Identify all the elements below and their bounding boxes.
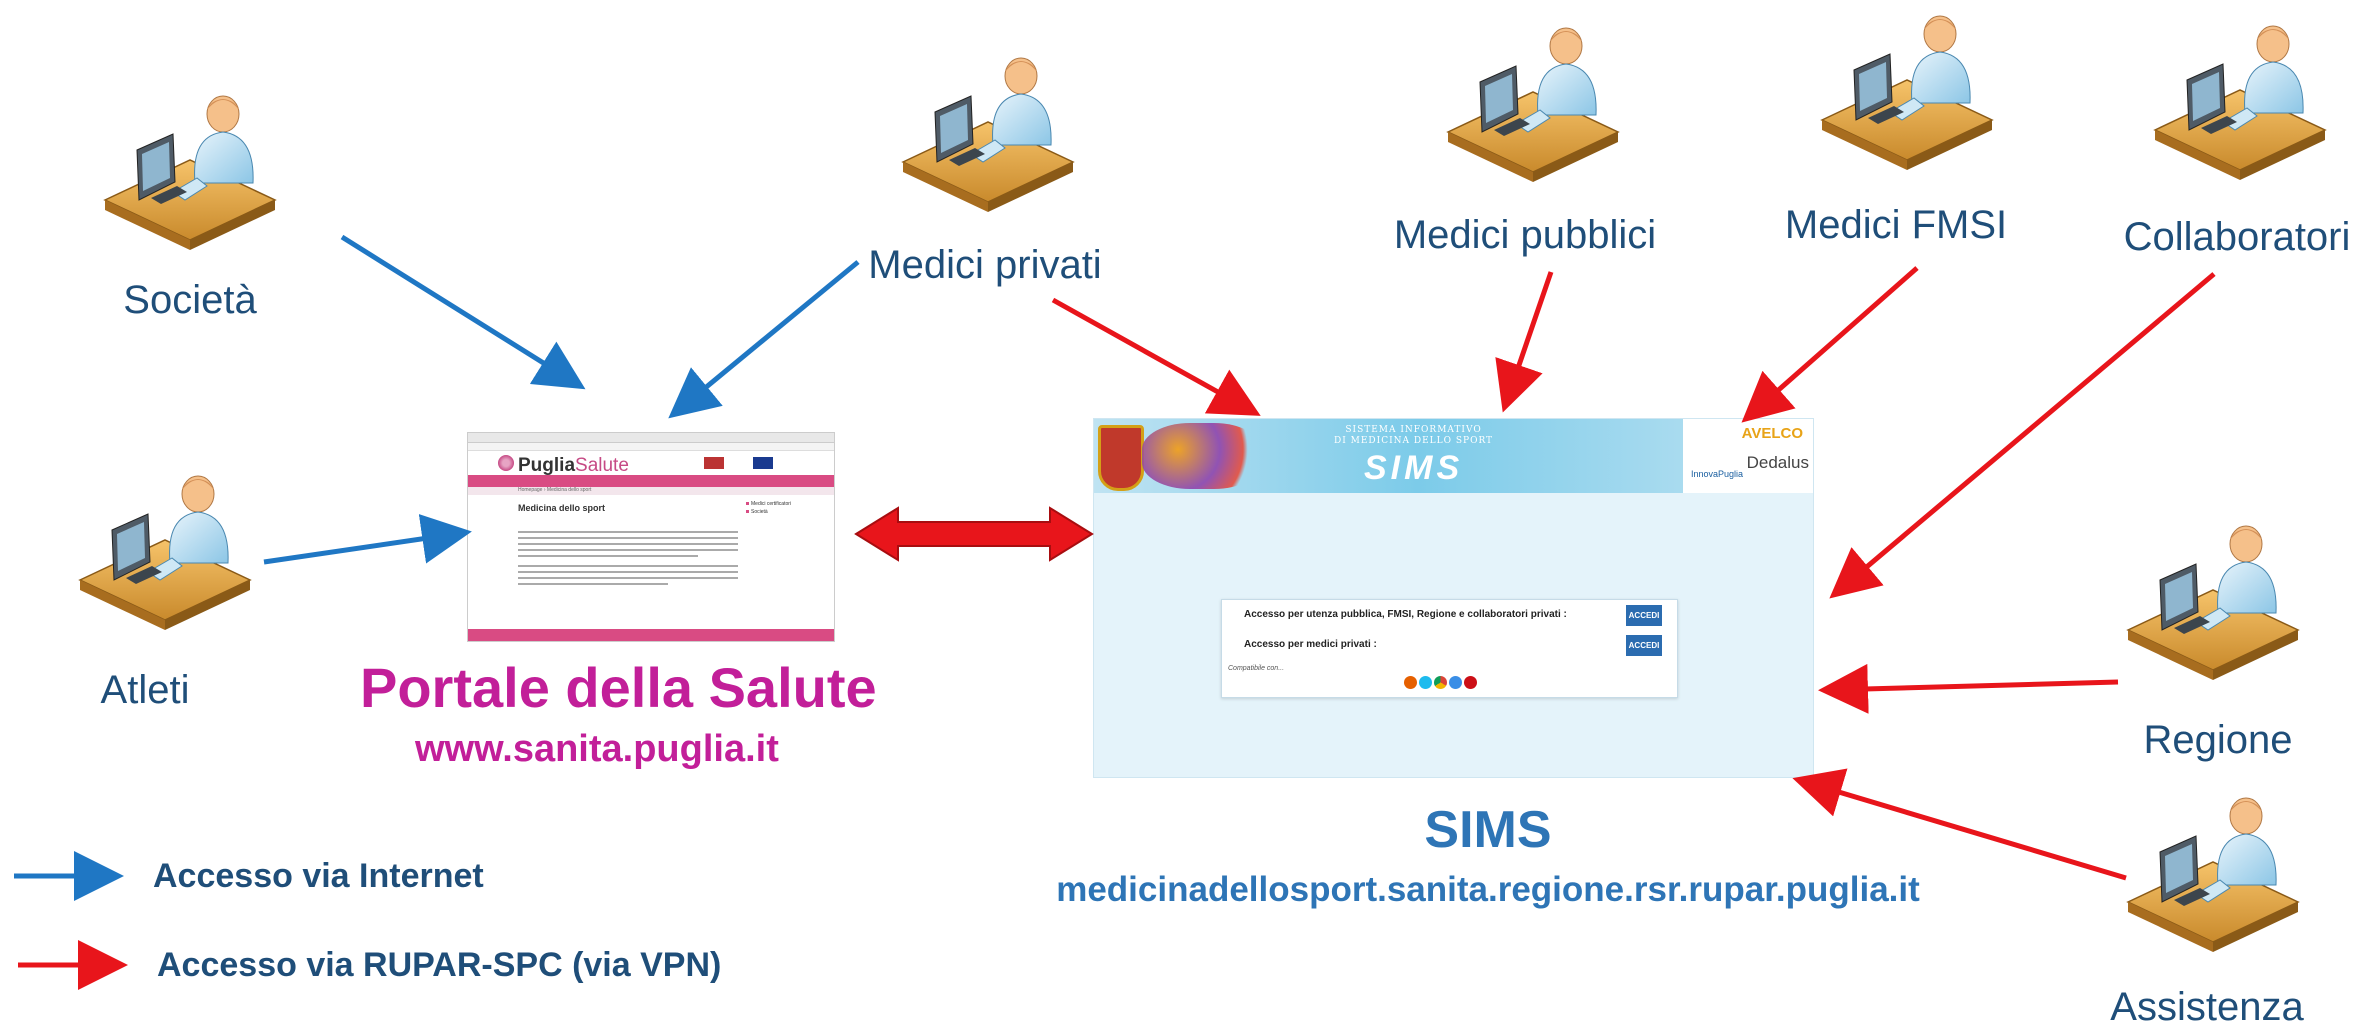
text-line	[518, 583, 668, 585]
banner-word: SIMS	[1364, 449, 1464, 487]
breadcrumb: Homepage › Medicina dello sport	[468, 487, 834, 495]
actor-assistenza: Assistenza	[2110, 985, 2304, 1029]
arrow-assistenza-sims	[1792, 768, 2127, 881]
arrow-regione-sims	[1818, 663, 2119, 714]
actor-medici-pubblici: Medici pubblici	[1393, 213, 1657, 257]
actor-medici-fmsi: Medici FMSI	[1784, 203, 2008, 247]
user-at-computer-icon	[1438, 20, 1628, 190]
regione-crest-icon	[1098, 425, 1144, 491]
arrow-medici-privati-sims	[1051, 297, 1261, 416]
text-line	[518, 577, 738, 579]
text-line	[518, 531, 738, 533]
portal-screenshot: PugliaSalute Homepage › Medicina dello s…	[467, 432, 835, 642]
accedi-button-public[interactable]: ACCEDI	[1626, 605, 1662, 626]
arrow-societa-portal	[340, 234, 586, 390]
portal-nav-bar	[468, 475, 834, 487]
login-card: Accesso per utenza pubblica, FMSI, Regio…	[1221, 599, 1678, 698]
arrow-medici-privati-portal	[668, 260, 860, 419]
banner-caption-1: SISTEMA INFORMATIVO	[1345, 425, 1482, 435]
partner-logos: InnovaPuglia AVELCO Dedalus	[1683, 419, 1813, 493]
legend-vpn: Accesso via RUPAR-SPC (via VPN)	[157, 946, 722, 984]
legend-internet: Accesso via Internet	[153, 857, 484, 895]
banner-caption-2: DI MEDICINA DELLO SPORT	[1334, 436, 1494, 446]
portal-footer	[468, 629, 834, 641]
portal-title: Portale della Salute	[360, 656, 877, 719]
actor-regione: Regione	[2143, 718, 2293, 762]
actor-medici-privati: Medici privati	[868, 243, 1102, 287]
browser-opera-icon	[1464, 676, 1477, 689]
sims-title: SIMS	[1424, 801, 1552, 859]
logo-light: Salute	[575, 455, 629, 476]
user-at-computer-icon	[1812, 8, 2002, 178]
side-link-medici: Medici certificatori	[746, 501, 791, 507]
access-row-public: Accesso per utenza pubblica, FMSI, Regio…	[1244, 609, 1567, 620]
portal-heading: Medicina dello sport	[518, 503, 606, 513]
portal-body: Medicina dello sport Medici certificator…	[468, 495, 834, 615]
text-line	[518, 549, 738, 551]
user-at-computer-icon	[2145, 18, 2335, 188]
actor-atleti: Atleti	[100, 668, 190, 712]
accedi-button-private[interactable]: ACCEDI	[1626, 635, 1662, 656]
logo-bold: Puglia	[518, 455, 576, 476]
athletes-collage-icon	[1142, 423, 1262, 489]
user-at-computer-icon	[2118, 518, 2308, 688]
browser-toolbar	[468, 433, 834, 443]
text-line	[518, 543, 738, 545]
bookmarks-bar	[468, 443, 834, 451]
portal-logo: PugliaSalute	[518, 455, 629, 477]
text-line	[518, 571, 738, 573]
portal-url: www.sanita.puglia.it	[415, 728, 779, 770]
actor-societa: Società	[123, 278, 257, 322]
side-link-societa: Società	[746, 509, 768, 515]
arrow-medici-pubblici-sims	[1495, 271, 1554, 413]
text-line	[518, 537, 738, 539]
user-at-computer-icon	[893, 50, 1083, 220]
eu-flag-icon	[753, 457, 773, 469]
user-at-computer-icon	[70, 468, 260, 638]
browser-chrome-icon	[1434, 676, 1447, 689]
puglia-flower-icon	[498, 455, 514, 471]
compat-label: Compatibile con...	[1228, 665, 1285, 672]
portal-header: PugliaSalute	[468, 451, 834, 477]
arrow-medici-fmsi-sims	[1741, 266, 1919, 423]
user-at-computer-icon	[2118, 790, 2308, 960]
text-line	[518, 565, 738, 567]
avelco-logo: AVELCO	[1741, 425, 1803, 442]
regione-puglia-logo-icon	[704, 457, 724, 469]
browser-safari-icon	[1449, 676, 1462, 689]
arrow-atleti-portal	[263, 514, 472, 565]
dedalus-logo: Dedalus	[1746, 453, 1809, 472]
access-row-private: Accesso per medici privati :	[1244, 639, 1377, 650]
innovapuglia-logo: InnovaPuglia	[1690, 469, 1743, 479]
browser-ie-icon	[1419, 676, 1432, 689]
user-at-computer-icon	[95, 88, 285, 258]
text-line	[518, 555, 698, 557]
double-arrow-icon	[854, 506, 1094, 562]
sims-url: medicinadellosport.sanita.regione.rsr.ru…	[1056, 870, 1920, 909]
browser-icons	[1404, 676, 1484, 690]
browser-firefox-icon	[1404, 676, 1417, 689]
actor-collaboratori: Collaboratori	[2123, 215, 2351, 259]
